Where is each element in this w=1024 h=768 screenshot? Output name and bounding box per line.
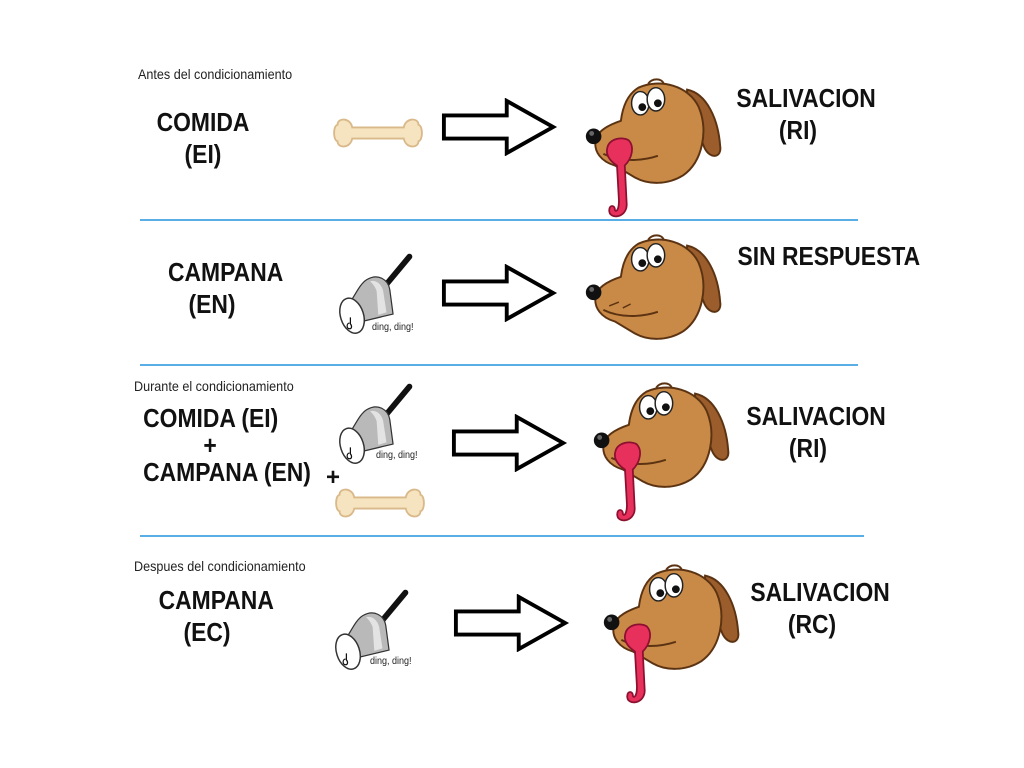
arrow-icon: [440, 98, 558, 156]
stimulus-label-bell: CAMPANA (EN): [162, 256, 284, 320]
stimulus-label-food: COMIDA (EI): [148, 106, 258, 170]
phase-label-before: Antes del condicionamiento: [138, 66, 293, 82]
phase-label-during: Durante el condicionamiento: [134, 378, 294, 394]
response-name: SALIVACION: [750, 577, 890, 607]
bone-icon: [332, 104, 424, 162]
separator-line: [140, 364, 858, 366]
bell-icon: [330, 580, 412, 684]
dog-salivating-icon: [598, 562, 744, 708]
response-label-salivation: SALIVACION (RI): [728, 82, 876, 146]
stimulus-name: COMIDA (EI): [143, 403, 279, 433]
response-code: (RI): [778, 115, 818, 145]
response-name: SALIVACION: [736, 83, 876, 113]
bone-icon: [334, 474, 426, 532]
response-code: (RI): [788, 433, 828, 463]
arrow-icon: [452, 594, 570, 652]
plus-sign: +: [203, 430, 217, 460]
stimulus-label-conditioned: CAMPANA (EC): [152, 584, 274, 648]
bell-icon: [334, 374, 416, 478]
plus-sign: +: [326, 464, 341, 491]
response-label-salivation: SALIVACION (RC): [742, 576, 890, 640]
stimulus-name: CAMPANA: [168, 257, 284, 287]
stimulus-name: CAMPANA: [158, 585, 274, 615]
dog-salivating-icon: [588, 380, 734, 526]
dog-neutral-icon: [580, 232, 726, 378]
response-code: (RC): [787, 609, 837, 639]
arrow-icon: [440, 264, 558, 322]
dog-salivating-icon: [580, 76, 726, 222]
stimulus-code: (EI): [184, 139, 222, 169]
stimulus-name: COMIDA: [156, 107, 250, 137]
stimulus-label-pairing: COMIDA (EI) + CAMPANA (EN): [134, 402, 311, 488]
phase-label-after: Despues del condicionamiento: [134, 558, 306, 574]
separator-line: [140, 535, 864, 537]
stimulus-code: (EC): [183, 617, 231, 647]
response-name: SIN RESPUESTA: [737, 241, 921, 271]
bell-sound-text: ding, ding!: [372, 322, 414, 333]
stimulus-code: (EN): [188, 289, 236, 319]
arrow-icon: [450, 414, 568, 472]
bell-sound-text: ding, ding!: [370, 656, 412, 667]
bell-sound-text: ding, ding!: [376, 450, 418, 461]
separator-line: [140, 219, 858, 221]
response-label-none: SIN RESPUESTA: [728, 240, 921, 272]
response-label-salivation: SALIVACION (RI): [738, 400, 886, 464]
stimulus-name: CAMPANA (EN): [143, 457, 311, 487]
response-name: SALIVACION: [746, 401, 886, 431]
